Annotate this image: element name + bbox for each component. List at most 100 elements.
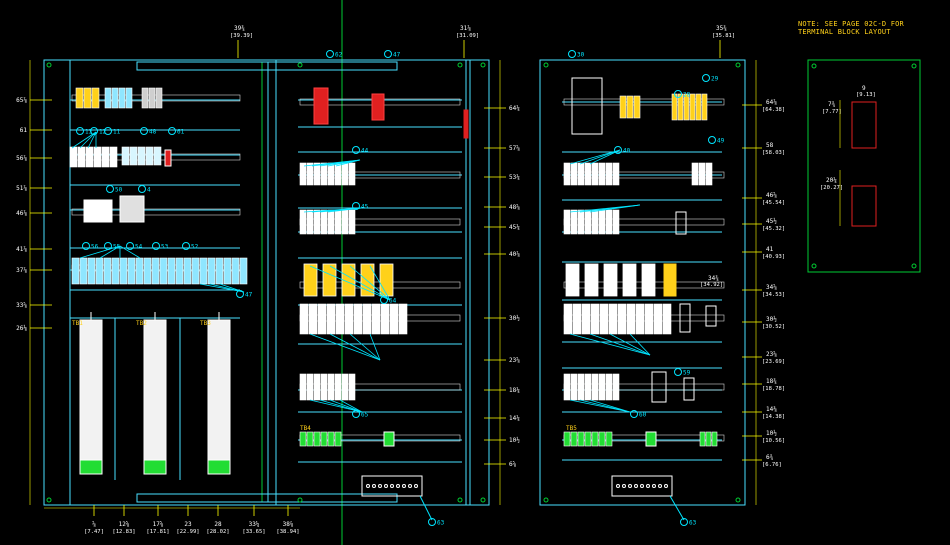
end-stop-green — [577, 431, 585, 447]
terminal-block — [215, 257, 224, 285]
connector-pin — [652, 484, 656, 488]
balloon-marker — [236, 290, 244, 298]
detail-panel-outline — [807, 59, 921, 273]
fuse-holder — [603, 263, 618, 297]
dim-label: [35.81] — [712, 33, 735, 39]
dim-label: 14¼ — [509, 415, 520, 422]
mount-hole — [297, 62, 303, 68]
end-stop-green — [705, 431, 712, 447]
dim-label: 46⅞ — [16, 210, 27, 217]
balloon-marker — [674, 90, 682, 98]
balloon-marker — [568, 50, 576, 58]
fuse-holder — [75, 87, 84, 109]
fuse-holder — [626, 95, 634, 119]
leader-line — [327, 207, 363, 213]
terminal-block — [380, 303, 390, 335]
balloon-label: 64 — [389, 298, 397, 305]
terminal-block — [183, 257, 192, 285]
din-rail — [563, 98, 725, 106]
fuse-holder — [695, 93, 702, 121]
balloon-label: 63 — [437, 520, 445, 527]
dimension-annotations: 65⅞6156⅞51⅞46⅞41⅞37⅞33⅝26⅛64¼57⅝53¼48⅝45… — [16, 25, 876, 535]
fuse-holder — [565, 263, 580, 297]
dim-label: 37⅞ — [16, 267, 27, 274]
terminal-block — [683, 377, 695, 401]
terminal-block — [299, 373, 307, 401]
din-rail — [71, 208, 241, 216]
terminal-block — [612, 162, 620, 186]
fuse-holder — [622, 263, 637, 297]
balloon-label: 47 — [245, 292, 253, 299]
mount-hole — [811, 63, 817, 69]
end-stop-green — [711, 431, 718, 447]
leader-line — [339, 399, 363, 413]
dim-label: 34⅝ — [766, 284, 777, 291]
leader-line — [349, 265, 391, 301]
leader-line — [369, 265, 391, 301]
terminal-block — [306, 162, 314, 186]
terminal-block — [335, 303, 345, 335]
terminal-block — [239, 257, 248, 285]
terminal-block — [175, 257, 184, 285]
mount-hole — [735, 497, 741, 503]
end-stop-green — [591, 431, 599, 447]
dim-label: 56⅞ — [16, 155, 27, 162]
terminal-block — [344, 303, 354, 335]
terminal-block — [223, 257, 232, 285]
terminal-block — [151, 257, 160, 285]
fuse-holder — [677, 93, 684, 121]
dim-label: 40⅞ — [509, 251, 520, 258]
mount-hole — [811, 263, 817, 269]
terminal-block — [207, 257, 216, 285]
dim-label: 26⅛ — [16, 325, 27, 332]
leader-line — [99, 245, 121, 259]
terminal-block — [572, 303, 582, 335]
terminal-block — [675, 211, 687, 235]
leader-line — [579, 149, 621, 165]
dim-label: ⅝ — [92, 521, 96, 528]
dim-label: 64¼ — [509, 105, 520, 112]
dim-label: 18¼ — [509, 387, 520, 394]
terminal-block — [109, 146, 118, 168]
terminal-block — [327, 373, 335, 401]
terminal-block — [231, 257, 240, 285]
end-stop-green — [320, 431, 328, 447]
terminal-block — [317, 303, 327, 335]
terminal-block — [119, 257, 128, 285]
devices — [69, 77, 877, 497]
balloon-label: 13 — [85, 129, 93, 136]
terminal-block — [313, 162, 321, 186]
balloon-marker — [82, 242, 90, 250]
bottom-duct-cover — [136, 493, 398, 503]
dim-label: [10.56] — [762, 438, 785, 444]
terminal-strip — [207, 319, 231, 461]
connector-pin — [402, 484, 406, 488]
dim-label: 7¾ — [828, 101, 836, 108]
leader-line — [569, 333, 651, 356]
fuse-holder — [683, 93, 690, 121]
leader-line — [309, 399, 363, 413]
terminal-block — [591, 209, 599, 235]
dim-label: 12⅝ — [119, 521, 130, 528]
balloon-marker — [182, 242, 190, 250]
terminal-block — [71, 257, 80, 285]
terminal-block — [85, 146, 94, 168]
mount-hole — [480, 62, 486, 68]
dim-label: 33¼ — [249, 521, 260, 528]
terminal-block — [93, 146, 102, 168]
red-indicator — [463, 109, 469, 139]
balloon-label: 28 — [683, 92, 691, 99]
balloon-label: 59 — [683, 370, 691, 377]
balloon-label: 56 — [91, 244, 99, 251]
connector-pin — [396, 484, 400, 488]
connector-pin — [384, 484, 388, 488]
balloon-label: 4 — [147, 187, 151, 194]
terminal-block — [121, 146, 130, 166]
terminal-block — [371, 303, 381, 335]
dim-label: 28 — [214, 521, 222, 528]
connector-pin — [622, 484, 626, 488]
leader-line — [329, 265, 391, 301]
fuse-holder — [671, 93, 678, 121]
terminal-block — [612, 209, 620, 235]
leader-line — [309, 333, 381, 361]
